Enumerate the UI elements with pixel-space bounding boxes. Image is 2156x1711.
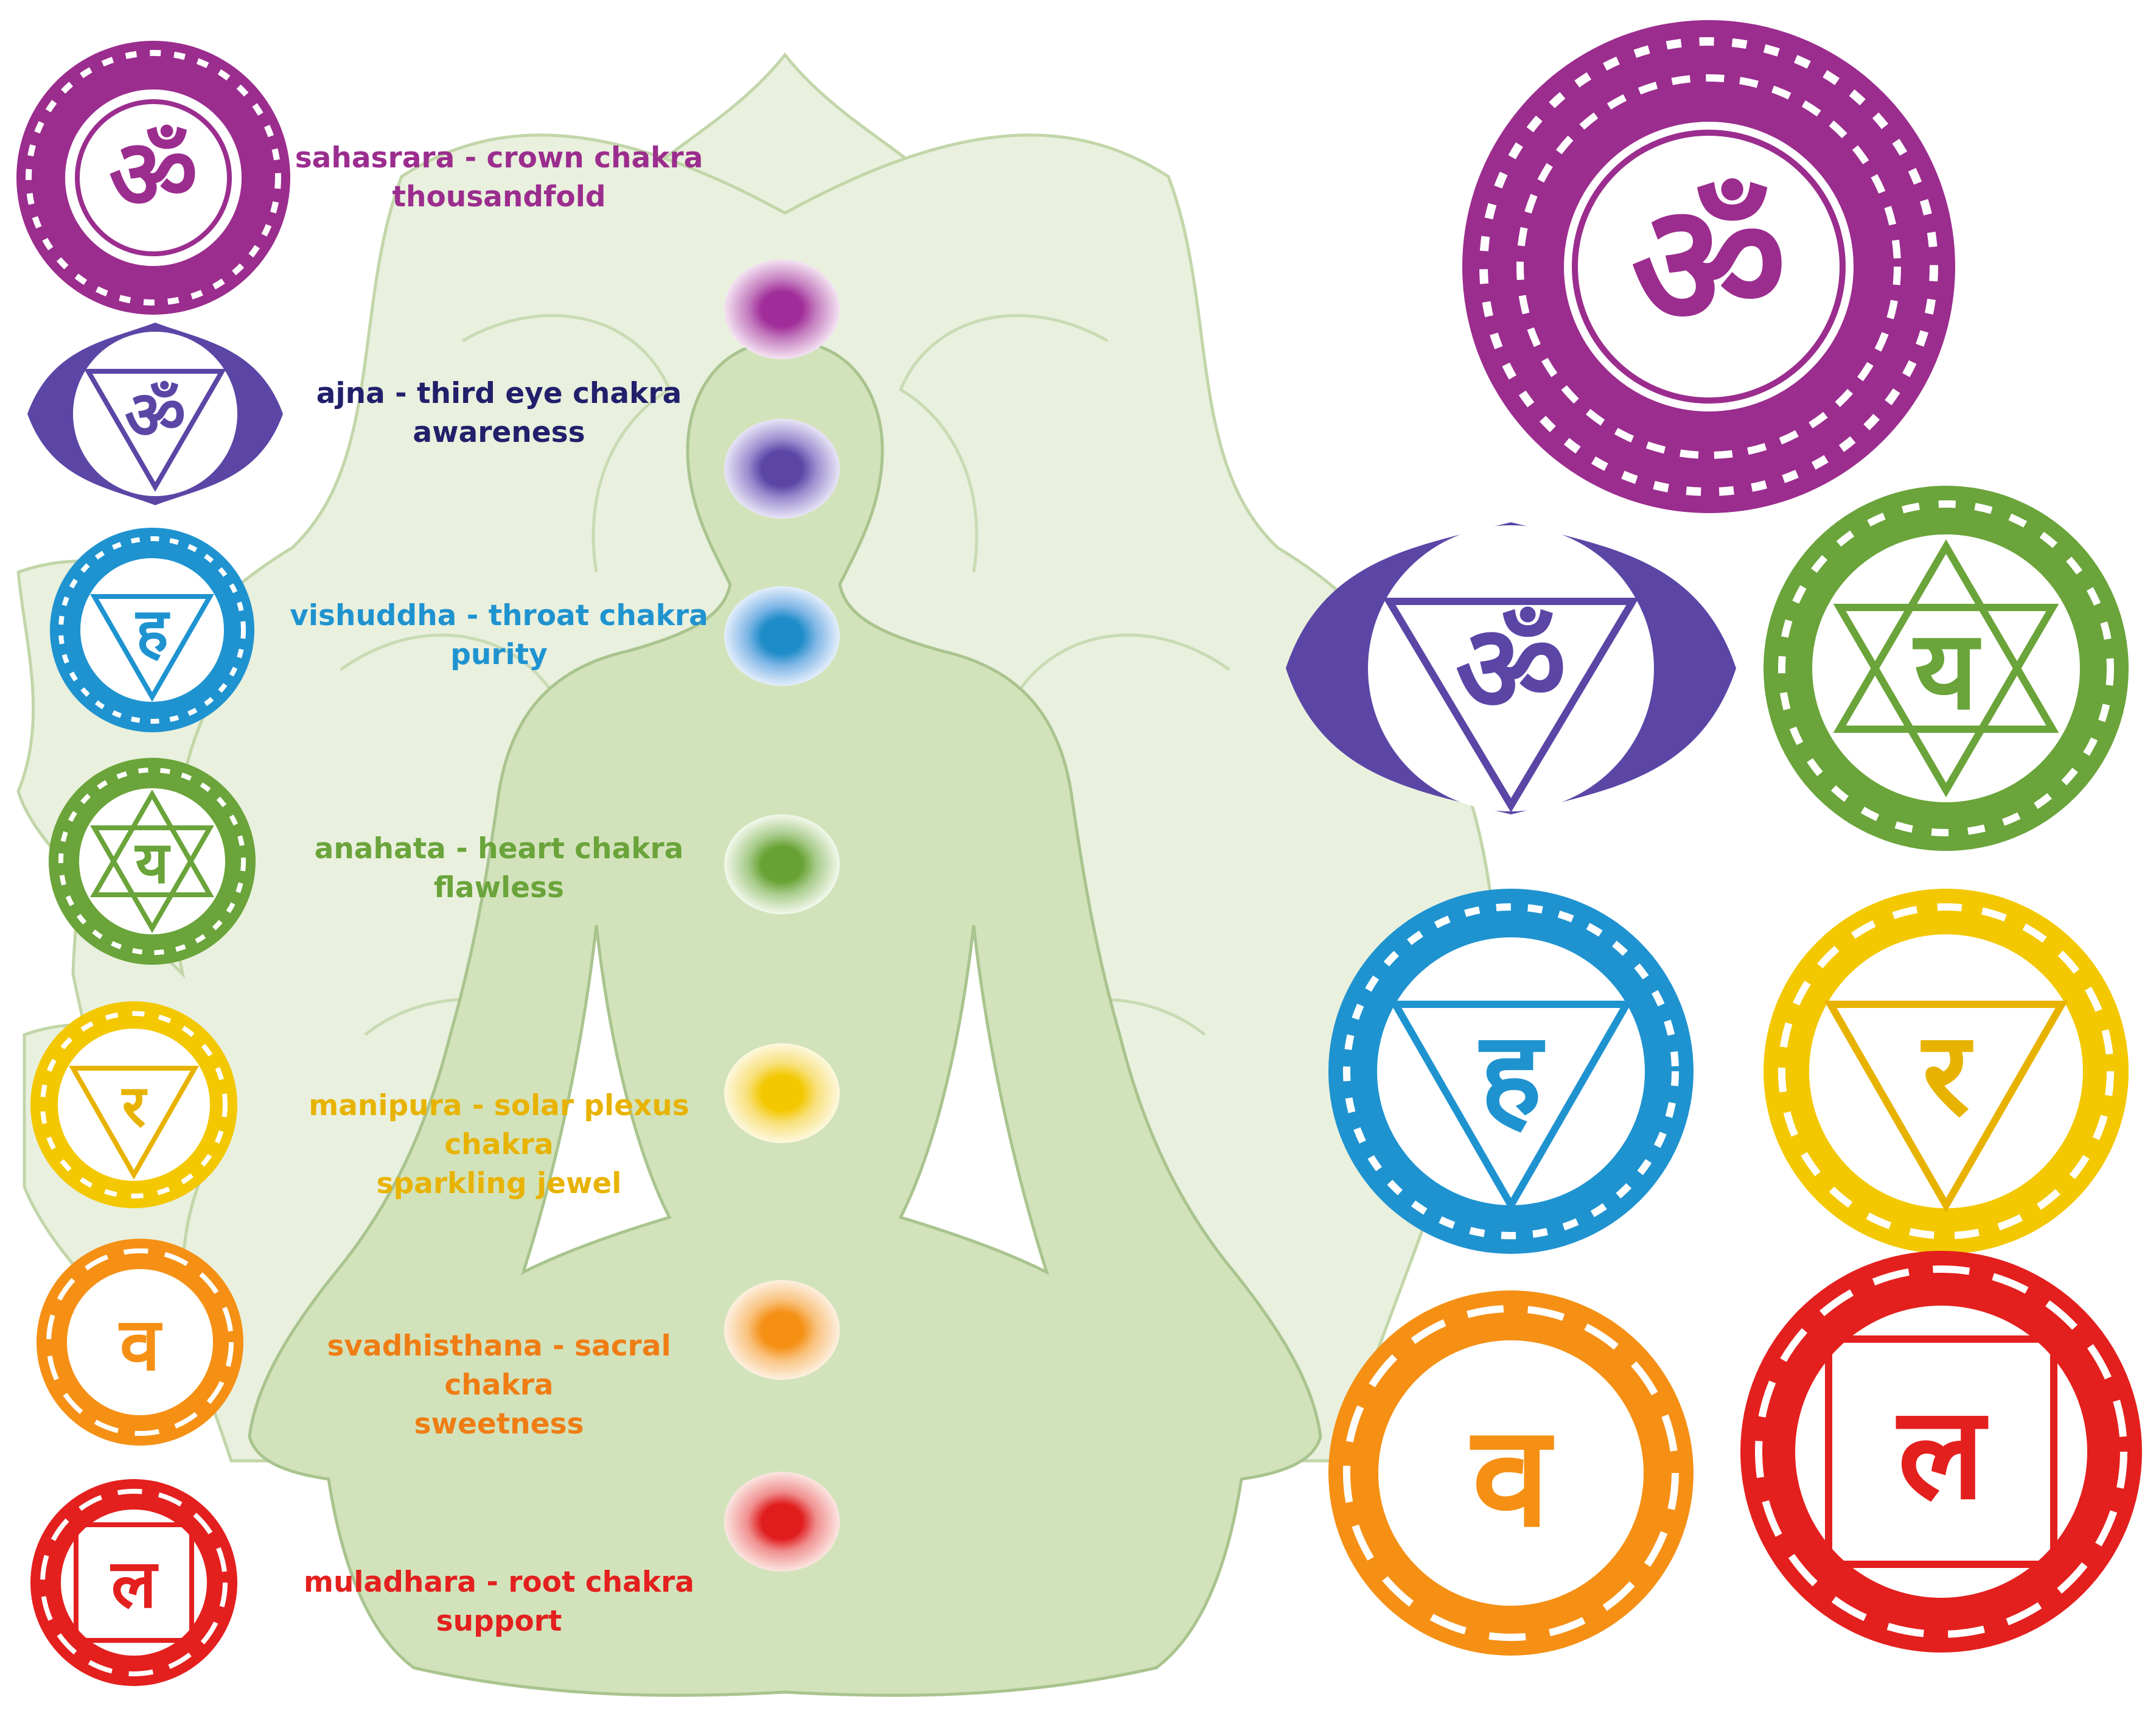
root-chakra-icon-small: ल	[30, 1479, 237, 1686]
svg-text:य: य	[134, 830, 170, 897]
svg-text:व: व	[1470, 1396, 1554, 1558]
energy-dots	[724, 259, 840, 1572]
crown-chakra-icon-large: ॐ	[1462, 20, 1955, 513]
sacral-chakra-icon-large: व	[1328, 1290, 1694, 1656]
label-heart-meaning: flawless	[434, 871, 564, 904]
svg-text:ॐ: ॐ	[1456, 598, 1566, 740]
svg-text:व: व	[119, 1303, 163, 1387]
svg-text:ॐ: ॐ	[109, 117, 198, 231]
label-solar-plexus-meaning: sparkling jewel	[376, 1167, 622, 1200]
label-heart-name: anahata - heart chakra	[314, 832, 684, 866]
label-solar-plexus: manipura - solar plexus chakra sparkling…	[256, 1086, 742, 1203]
root-chakra-icon-large: ल	[1740, 1251, 2142, 1653]
label-sacral-meaning: sweetness	[414, 1407, 584, 1441]
label-solar-plexus-name: manipura - solar plexus chakra	[309, 1089, 689, 1161]
label-sacral: svadhisthana - sacral chakra sweetness	[268, 1327, 730, 1444]
svg-text:र: र	[121, 1073, 148, 1140]
svg-text:र: र	[1921, 1007, 1973, 1141]
label-throat-meaning: purity	[450, 638, 548, 671]
solar-plexus-chakra-icon-large: र	[1764, 889, 2129, 1254]
label-throat-name: vishuddha - throat chakra	[290, 599, 708, 632]
solar-plexus-chakra-icon-small: र	[30, 1001, 237, 1208]
third-eye-chakra-icon-large: ॐ	[1286, 522, 1736, 814]
label-throat: vishuddha - throat chakra purity	[268, 597, 730, 674]
svg-text:ल: ल	[1896, 1379, 1989, 1528]
dot-heart	[724, 814, 840, 914]
crown-chakra-icon-small: ॐ	[16, 41, 290, 315]
svg-text:ल: ल	[110, 1545, 159, 1623]
svg-text:ह: ह	[1479, 1007, 1546, 1141]
label-root-meaning: support	[436, 1604, 562, 1638]
throat-chakra-icon-large: ह	[1328, 889, 1694, 1254]
label-third-eye-name: ajna - third eye chakra	[316, 377, 682, 410]
label-crown: sahasrara - crown chakra thousandfold	[268, 139, 730, 217]
label-heart: anahata - heart chakra flawless	[268, 830, 730, 908]
throat-chakra-icon-small: ह	[50, 528, 254, 732]
dot-throat	[724, 586, 840, 686]
label-crown-name: sahasrara - crown chakra	[295, 141, 703, 175]
dot-third-eye	[724, 419, 840, 519]
meditating-figure-silhouette	[248, 339, 1322, 1697]
label-sacral-name: svadhisthana - sacral chakra	[327, 1329, 671, 1402]
label-root-name: muladhara - root chakra	[304, 1566, 694, 1599]
dot-sacral	[724, 1280, 840, 1380]
dot-root	[724, 1472, 840, 1572]
dot-crown	[724, 259, 840, 359]
svg-text:य: य	[1913, 607, 1981, 734]
third-eye-chakra-icon-small: ॐ	[27, 323, 283, 505]
label-third-eye: ajna - third eye chakra awareness	[268, 374, 730, 452]
dot-solar-plexus	[724, 1043, 840, 1143]
label-crown-meaning: thousandfold	[392, 180, 606, 214]
heart-chakra-icon-large: य	[1764, 486, 2129, 851]
heart-chakra-icon-small: य	[49, 758, 256, 965]
svg-text:ॐ: ॐ	[1631, 167, 1786, 365]
label-root: muladhara - root chakra support	[268, 1563, 730, 1641]
svg-text:ह: ह	[134, 595, 170, 666]
label-third-eye-meaning: awareness	[413, 416, 585, 449]
sacral-chakra-icon-small: व	[37, 1239, 243, 1446]
svg-text:ॐ: ॐ	[125, 376, 186, 454]
